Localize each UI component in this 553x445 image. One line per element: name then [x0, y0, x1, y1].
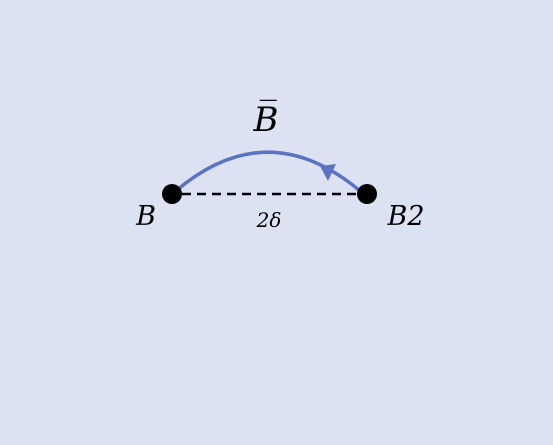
distance-label: 2δ: [256, 208, 282, 232]
node-b: [162, 184, 182, 204]
node-b2: [357, 184, 377, 204]
node-b-label: B: [135, 201, 156, 232]
arc-arrowhead: [320, 164, 336, 181]
node-b2-label: B2: [386, 201, 424, 232]
arc-label: B̅: [253, 99, 279, 140]
transition-arc: [175, 150, 362, 193]
